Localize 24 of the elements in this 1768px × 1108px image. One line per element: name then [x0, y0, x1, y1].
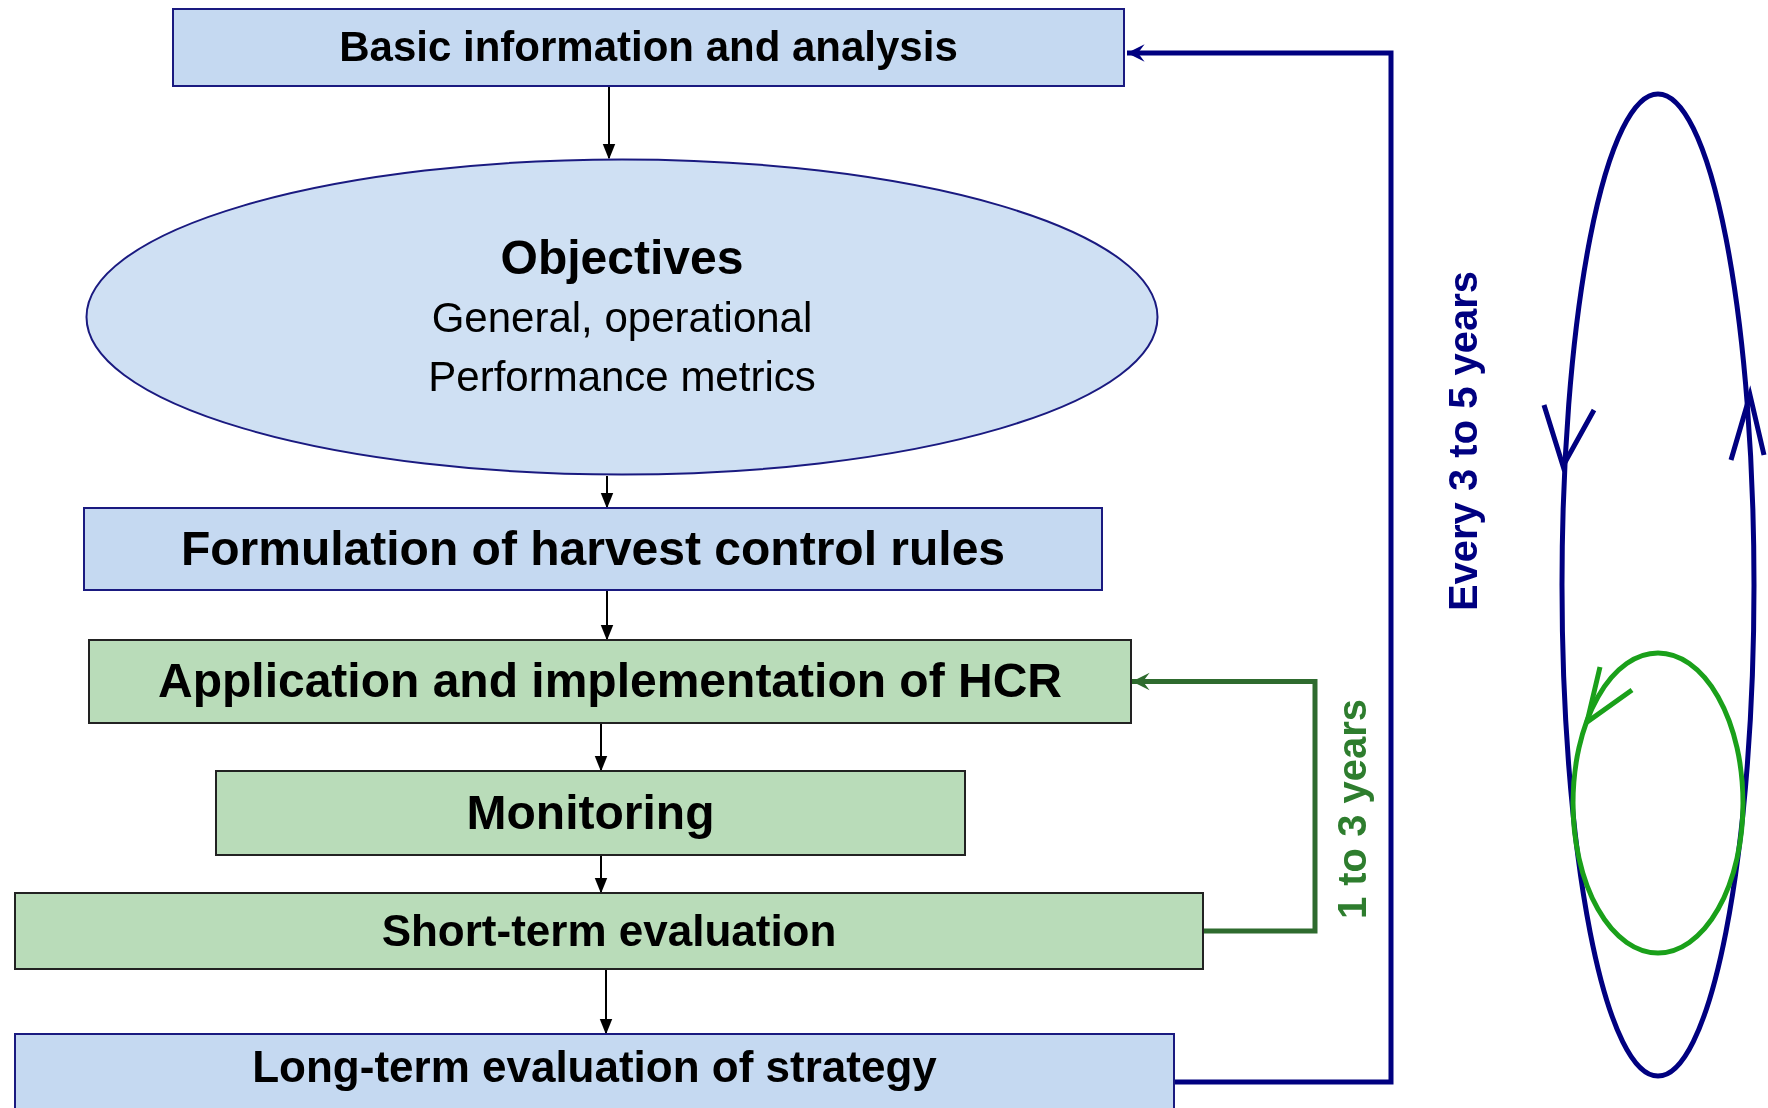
process-box: [14, 1033, 1175, 1108]
process-box: [172, 8, 1125, 87]
arrow: [594, 723, 608, 772]
process-box: [215, 770, 966, 856]
arrow: [1127, 44, 1394, 1085]
box-title: Application and implementation of HCR: [158, 653, 1062, 710]
process-box: [14, 892, 1204, 970]
box-title: Formulation of harvest control rules: [180, 520, 1006, 577]
box-title: Monitoring: [466, 784, 715, 841]
box-title: Basic information and analysis: [339, 22, 958, 73]
arrow: [599, 969, 613, 1035]
arrow: [1132, 672, 1318, 934]
arrow: [600, 475, 614, 509]
objectives-ellipse: [85, 158, 1159, 476]
box-title: Short-term evaluation: [381, 905, 837, 958]
arrow: [594, 855, 608, 894]
arrow: [600, 590, 614, 641]
box-text: General, operational: [431, 293, 813, 344]
process-box: [83, 507, 1103, 591]
box-title: Long-term evaluation of strategy: [252, 1041, 937, 1094]
process-box: [88, 639, 1132, 724]
arrow: [602, 86, 616, 160]
box-text: Performance metrics: [428, 352, 816, 403]
box-title: Objectives: [500, 230, 744, 286]
